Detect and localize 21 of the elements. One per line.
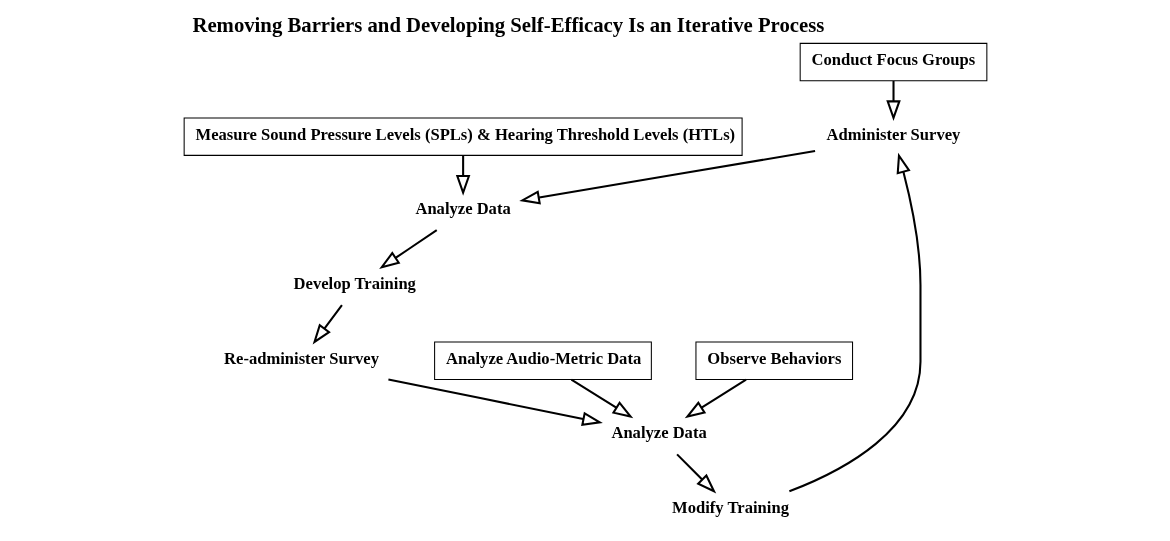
node-box: Conduct Focus Groups <box>799 42 987 82</box>
arrow <box>788 152 921 493</box>
arrow <box>378 229 437 269</box>
arrow <box>387 378 603 426</box>
arrow <box>312 304 343 345</box>
node-text: Administer Survey <box>826 124 960 144</box>
node-box: Measure Sound Pressure Levels (SPLs) & Hearing Threshold Levels (HTLs) <box>183 117 743 156</box>
node-box: Observe Behaviors <box>694 341 853 380</box>
arrow <box>885 81 901 122</box>
arrow <box>675 453 716 494</box>
diagram-title: Removing Barriers and Developing Self-Efficacy Is an Iterative Process <box>191 13 824 36</box>
node-box: Analyze Audio-Metric Data <box>433 341 652 380</box>
node-text: Analyze Data <box>414 199 511 219</box>
node-text: Analyze Data <box>610 423 707 443</box>
node-text: Re-administer Survey <box>223 348 379 368</box>
arrow <box>684 378 747 419</box>
node-text: Modify Training <box>671 497 789 517</box>
arrow <box>518 149 815 205</box>
arrow <box>570 378 633 419</box>
arrow <box>455 155 470 196</box>
node-text: Develop Training <box>293 273 416 293</box>
